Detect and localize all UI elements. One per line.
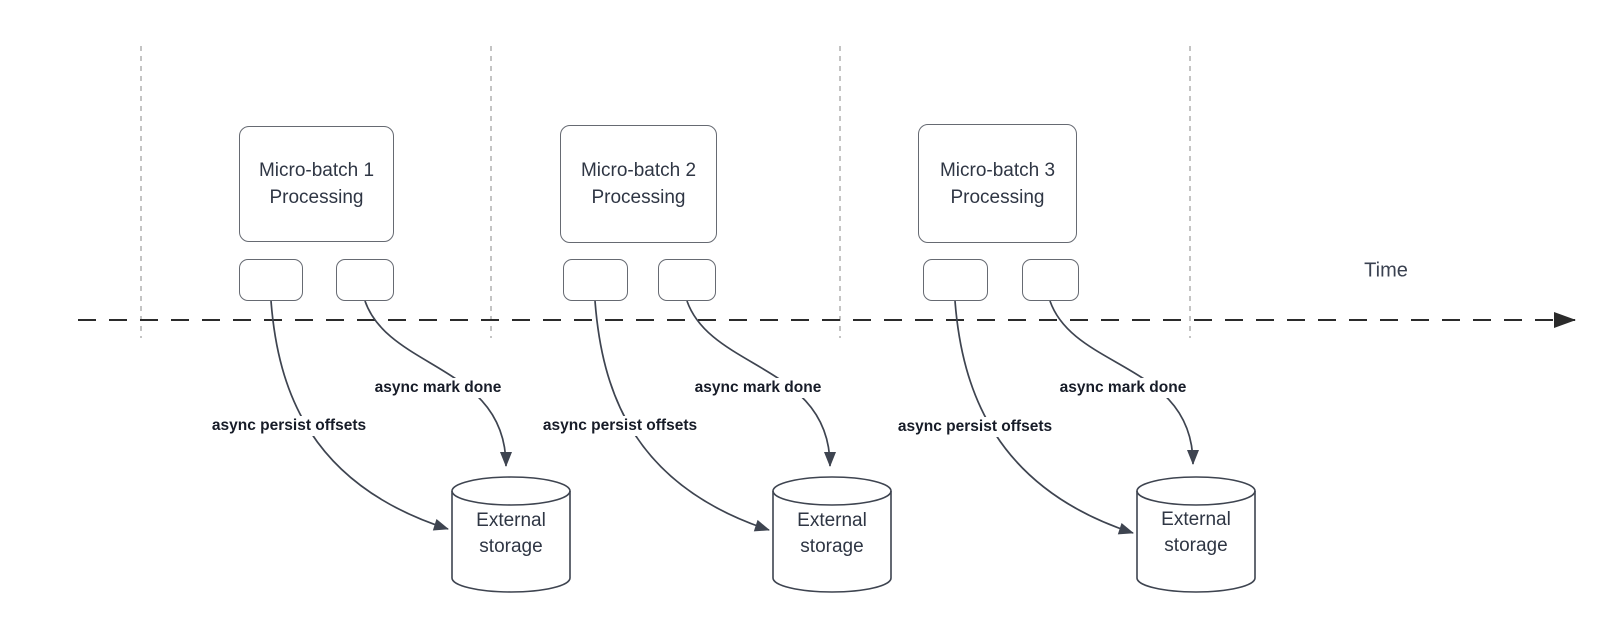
persist-offsets-label-2: async persist offsets [538,416,702,436]
mark-done-arrow-3 [1049,300,1199,465]
external-storage-label-2: External storage [797,510,867,557]
micro-batch-1-box: Micro-batch 1 Processing [239,126,394,242]
persist-offsets-label-3: async persist offsets [893,417,1057,437]
time-axis-label: Time [1364,259,1408,282]
mark-done-label-3: async mark done [1055,378,1191,398]
external-storage-cylinder-1 [451,476,571,593]
persist-task-box-1 [239,259,303,301]
mark-done-task-box-3 [1022,259,1079,301]
mark-done-task-box-2 [658,259,716,301]
mark-done-arrow-2 [686,300,836,467]
mark-done-label-2: async mark done [690,378,826,398]
persist-task-box-3 [923,259,988,301]
external-storage-cylinder-2 [772,476,892,593]
mark-done-task-box-1 [336,259,394,301]
external-storage-label-1: External storage [476,510,546,557]
persist-offsets-label-1: async persist offsets [207,416,371,436]
persist-offsets-arrow-1 [270,300,449,531]
external-storage-cylinder-3 [1136,476,1256,593]
micro-batch-2-box: Micro-batch 2 Processing [560,125,717,243]
mark-done-arrow-1 [364,300,512,467]
external-storage-label-3: External storage [1161,509,1231,556]
mark-done-label-1: async mark done [370,378,506,398]
persist-task-box-2 [563,259,628,301]
micro-batch-3-box: Micro-batch 3 Processing [918,124,1077,243]
